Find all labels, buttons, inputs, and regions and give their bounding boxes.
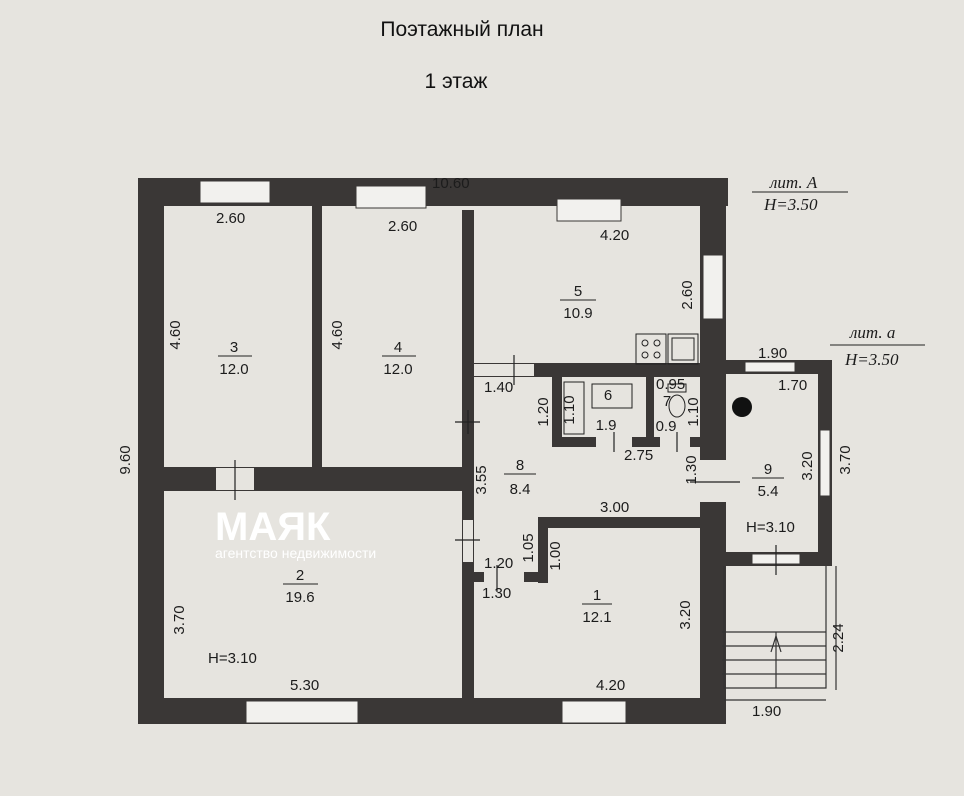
svg-text:7: 7 [663,393,671,410]
svg-text:4.20: 4.20 [600,227,629,244]
svg-text:3.00: 3.00 [600,499,629,516]
svg-text:2.75: 2.75 [624,447,653,464]
svg-text:1.90: 1.90 [752,703,781,720]
room-5: 510.9 [560,283,596,322]
svg-text:H=3.50: H=3.50 [844,350,899,369]
room-4: 412.0 [382,339,416,378]
svg-text:4.60: 4.60 [167,320,184,349]
porch [722,566,837,701]
svg-text:4.20: 4.20 [596,677,625,694]
svg-text:9.60: 9.60 [117,445,134,474]
svg-text:4.60: 4.60 [329,320,346,349]
watermark-tagline: агентство недвижимости [215,545,376,561]
svg-text:0.9: 0.9 [656,418,677,435]
room-3: 312.0 [218,339,252,378]
svg-text:3.70: 3.70 [171,605,188,634]
toilet-icon [667,383,687,418]
svg-text:0.95: 0.95 [656,376,685,393]
svg-text:1.30: 1.30 [683,455,700,484]
svg-text:3.20: 3.20 [799,451,816,480]
height-annex: H=3.10 [746,519,795,536]
plan-subtitle: 1 этаж [425,70,488,93]
svg-text:3: 3 [230,339,238,356]
svg-text:2.24: 2.24 [830,623,847,652]
svg-text:12.0: 12.0 [219,361,248,378]
walls [138,178,832,724]
height-main: H=3.10 [208,650,257,667]
bathtub-icon [563,381,633,435]
svg-text:5: 5 [574,283,582,300]
svg-text:2.60: 2.60 [679,280,696,309]
windows [199,180,831,724]
svg-text:2.60: 2.60 [388,218,417,235]
svg-text:12.0: 12.0 [383,361,412,378]
svg-text:1.20: 1.20 [484,555,513,572]
stove-icon [635,333,667,365]
svg-text:1: 1 [593,587,601,604]
svg-text:лит. А: лит. А [769,173,818,192]
svg-text:1.05: 1.05 [520,533,537,562]
svg-text:4: 4 [394,339,402,356]
door-markers [234,355,777,592]
svg-text:1.10: 1.10 [561,395,578,424]
svg-text:6: 6 [604,387,612,404]
svg-text:8: 8 [516,457,524,474]
svg-text:10.9: 10.9 [563,305,592,322]
svg-text:5.30: 5.30 [290,677,319,694]
lit-A-label: лит. А H=3.50 [752,173,848,214]
svg-text:2.60: 2.60 [216,210,245,227]
svg-text:3.20: 3.20 [677,600,694,629]
svg-text:1.20: 1.20 [535,397,552,426]
boiler-icon [732,397,752,417]
room-1: 112.1 [582,587,612,626]
svg-text:19.6: 19.6 [285,589,314,606]
svg-text:5.4: 5.4 [758,483,779,500]
svg-text:3.70: 3.70 [837,445,854,474]
room-2: 219.6 [283,567,318,606]
svg-text:9: 9 [764,461,772,478]
room-8: 88.4 [504,457,536,498]
svg-text:1.40: 1.40 [484,379,513,396]
svg-text:3.55: 3.55 [473,465,490,494]
room-7: 70.9 [656,393,677,435]
svg-text:10.60: 10.60 [432,175,470,192]
svg-text:1.90: 1.90 [758,345,787,362]
svg-text:1.9: 1.9 [596,417,617,434]
dimensions: 10.60 9.60 2.60 4.60 2.60 4.60 4.20 2.60… [117,175,854,720]
svg-text:1.70: 1.70 [778,377,807,394]
room-6: 61.9 [596,387,617,434]
watermark-logo: МАЯК [215,505,331,549]
lit-a-label: лит. а H=3.50 [830,323,925,369]
svg-text:2: 2 [296,567,304,584]
svg-text:лит. а: лит. а [849,323,895,342]
svg-text:12.1: 12.1 [582,609,611,626]
room-9: 95.4 [752,461,784,500]
svg-text:H=3.50: H=3.50 [763,195,818,214]
svg-text:8.4: 8.4 [510,481,531,498]
room-labels: 112.1 219.6 312.0 412.0 510.9 61.9 70.9 … [218,283,784,626]
svg-text:1.00: 1.00 [547,541,564,570]
sink-icon [667,333,699,365]
plan-title: Поэтажный план [380,18,543,41]
svg-text:1.30: 1.30 [482,585,511,602]
svg-text:1.10: 1.10 [685,397,702,426]
